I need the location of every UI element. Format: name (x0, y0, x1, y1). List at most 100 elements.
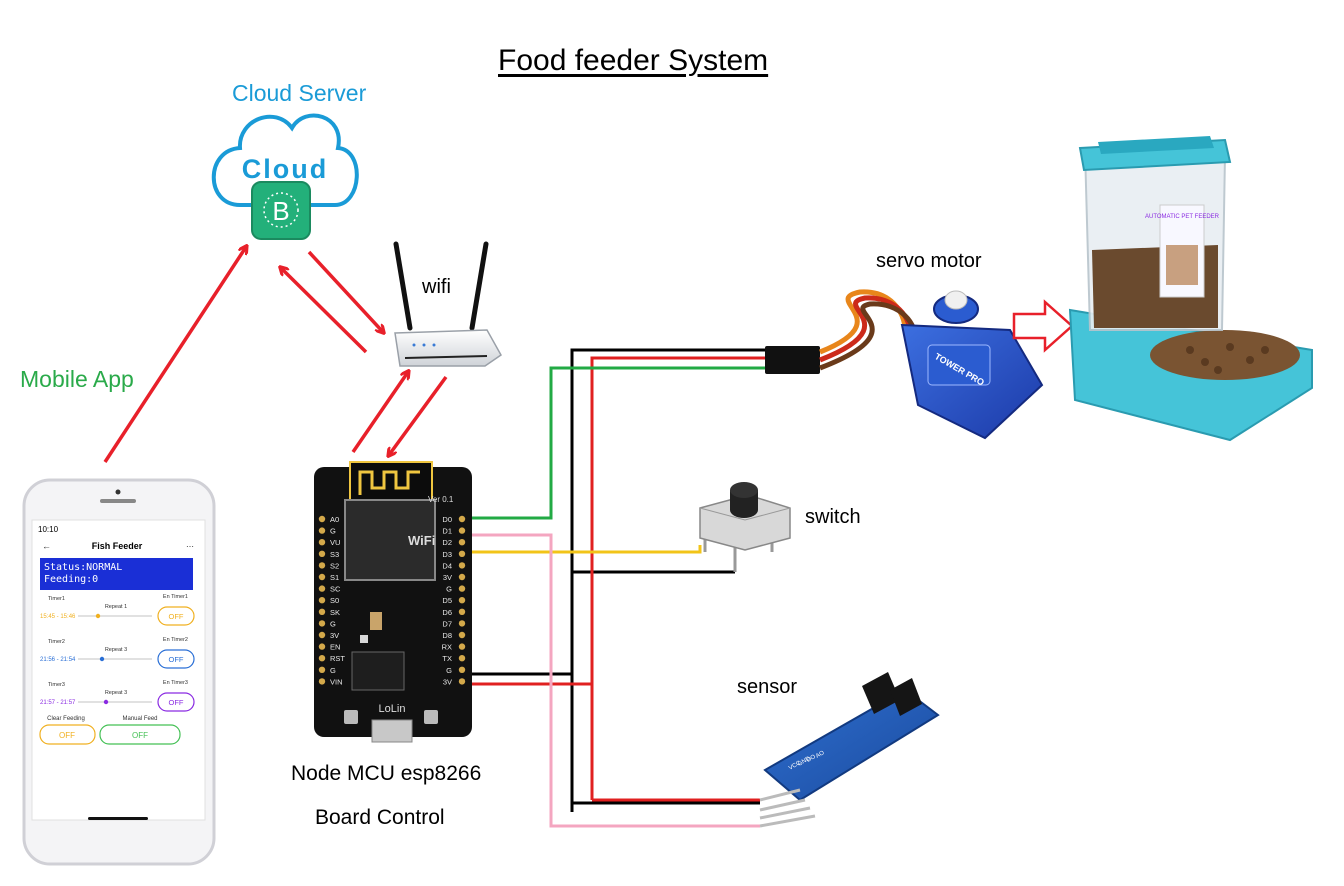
timer-enable-label: En Timer3 (163, 680, 188, 686)
wire-yellow-switch (463, 545, 702, 554)
right-pin-hole (458, 631, 466, 639)
timer-range: 21:56 - 21:54 (40, 657, 76, 663)
arrow-cloud-to-wifi (307, 250, 383, 332)
clear-feeding-button-label: OFF (59, 731, 75, 740)
right-pin-label: D6 (442, 608, 452, 617)
wifi-router-icon (393, 241, 502, 367)
timer-name: Timer3 (48, 682, 65, 688)
arrow-mcu-to-wifi (351, 372, 408, 453)
right-pin-hole (458, 678, 466, 685)
left-pin-hole (318, 597, 326, 604)
right-pin-hole (458, 643, 466, 650)
right-pin-label: D7 (442, 619, 452, 628)
switch-label: switch (805, 506, 861, 528)
left-pin-hole (318, 550, 326, 557)
right-pin-hole (458, 515, 466, 523)
clear-feeding-label: Clear Feeding (47, 716, 85, 722)
micro-usb-port (371, 719, 413, 743)
timer-toggle-button[interactable] (157, 649, 195, 669)
version-text: Ver 0.1 (428, 495, 454, 504)
timer-enable-label: En Timer1 (163, 594, 188, 600)
timer-range: 21:57 - 21:57 (40, 700, 76, 706)
wiring (463, 348, 770, 828)
left-pin-hole (318, 539, 326, 546)
wire-pink-sensor (463, 533, 760, 828)
wifi-label: wifi (422, 276, 451, 298)
reset-button (344, 710, 358, 724)
mobile-phone: 10:10 ← Fish Feeder ⋯ Status:NORMAL Feed… (22, 478, 216, 866)
left-pin-hole (318, 608, 326, 615)
left-pin-hole (318, 666, 326, 673)
right-pin-hole (458, 539, 466, 546)
right-pin-hole (458, 585, 466, 592)
timer-name: Timer1 (48, 596, 65, 602)
left-pin-label: VU (330, 538, 340, 547)
right-pin-hole (458, 620, 466, 627)
left-pin-hole (318, 562, 326, 569)
app-title: Fish Feeder (92, 541, 143, 551)
timer-name: Timer2 (48, 639, 65, 645)
left-pin-hole (318, 655, 326, 662)
timer-slider-handle[interactable] (103, 699, 109, 705)
left-pin-label: G (330, 527, 336, 536)
blynk-letter: B (272, 196, 289, 226)
right-pin-label: G (446, 666, 452, 675)
usb-chip (351, 651, 405, 691)
manual-feed-label: Manual Feed (122, 716, 157, 722)
left-pin-label: A0 (330, 515, 339, 524)
phone-time: 10:10 (38, 525, 59, 534)
timer-enable-label: En Timer2 (163, 637, 188, 643)
left-pin-label: 3V (330, 631, 339, 640)
right-pin-label: TX (442, 654, 452, 663)
right-pin-label: 3V (443, 573, 452, 582)
right-pin-label: D3 (442, 550, 452, 559)
left-pin-hole (318, 515, 326, 523)
right-pin-hole (458, 655, 466, 662)
right-pin-label: 3V (443, 677, 452, 686)
timer-slider-handle[interactable] (95, 613, 101, 619)
timer-toggle-button[interactable] (157, 692, 195, 712)
back-icon[interactable]: ← (42, 541, 51, 551)
left-pin-label: S1 (330, 573, 339, 582)
manual-feed-button-label: OFF (132, 731, 148, 740)
servo-connector (765, 346, 820, 374)
right-pin-hole (458, 562, 466, 569)
more-icon[interactable]: ⋯ (186, 542, 194, 551)
right-pin-hole (458, 550, 466, 557)
right-pin-label: D0 (442, 515, 452, 524)
right-pin-hole (458, 573, 466, 581)
left-pin-label: S2 (330, 561, 339, 570)
antenna-trace (358, 470, 420, 495)
board-control-label: Board Control (315, 806, 445, 829)
servo-motor: TOWER PRO (765, 289, 1044, 440)
status-line-1: Status:NORMAL (44, 562, 122, 573)
mobile-app-label: Mobile App (20, 366, 134, 392)
timer-slider-handle[interactable] (99, 656, 105, 662)
left-pin-label: VIN (330, 677, 343, 686)
right-pin-label: D5 (442, 596, 452, 605)
wire-red-servo (590, 356, 770, 800)
left-pin-hole (318, 585, 326, 592)
arrow-app-to-cloud (103, 247, 246, 463)
left-pin-hole (318, 678, 326, 685)
left-pin-hole (318, 631, 326, 639)
arrow-wifi-to-cloud (281, 268, 368, 354)
manual-feed-button[interactable] (99, 724, 181, 745)
left-pin-label: SK (330, 608, 340, 617)
timer-toggle-button[interactable] (157, 606, 195, 626)
status-panel (40, 558, 193, 590)
right-pin-hole (458, 666, 466, 673)
wire-black-servo (570, 348, 770, 812)
left-pin-hole (318, 643, 326, 650)
left-pin-hole (318, 573, 326, 581)
data-flow-arrows (103, 247, 448, 463)
left-pin-hole (318, 527, 326, 534)
clear-feeding-button[interactable] (39, 724, 96, 745)
right-pin-label: D1 (442, 527, 452, 536)
right-pin-label: D4 (442, 561, 452, 570)
left-pin-label: EN (330, 643, 340, 652)
